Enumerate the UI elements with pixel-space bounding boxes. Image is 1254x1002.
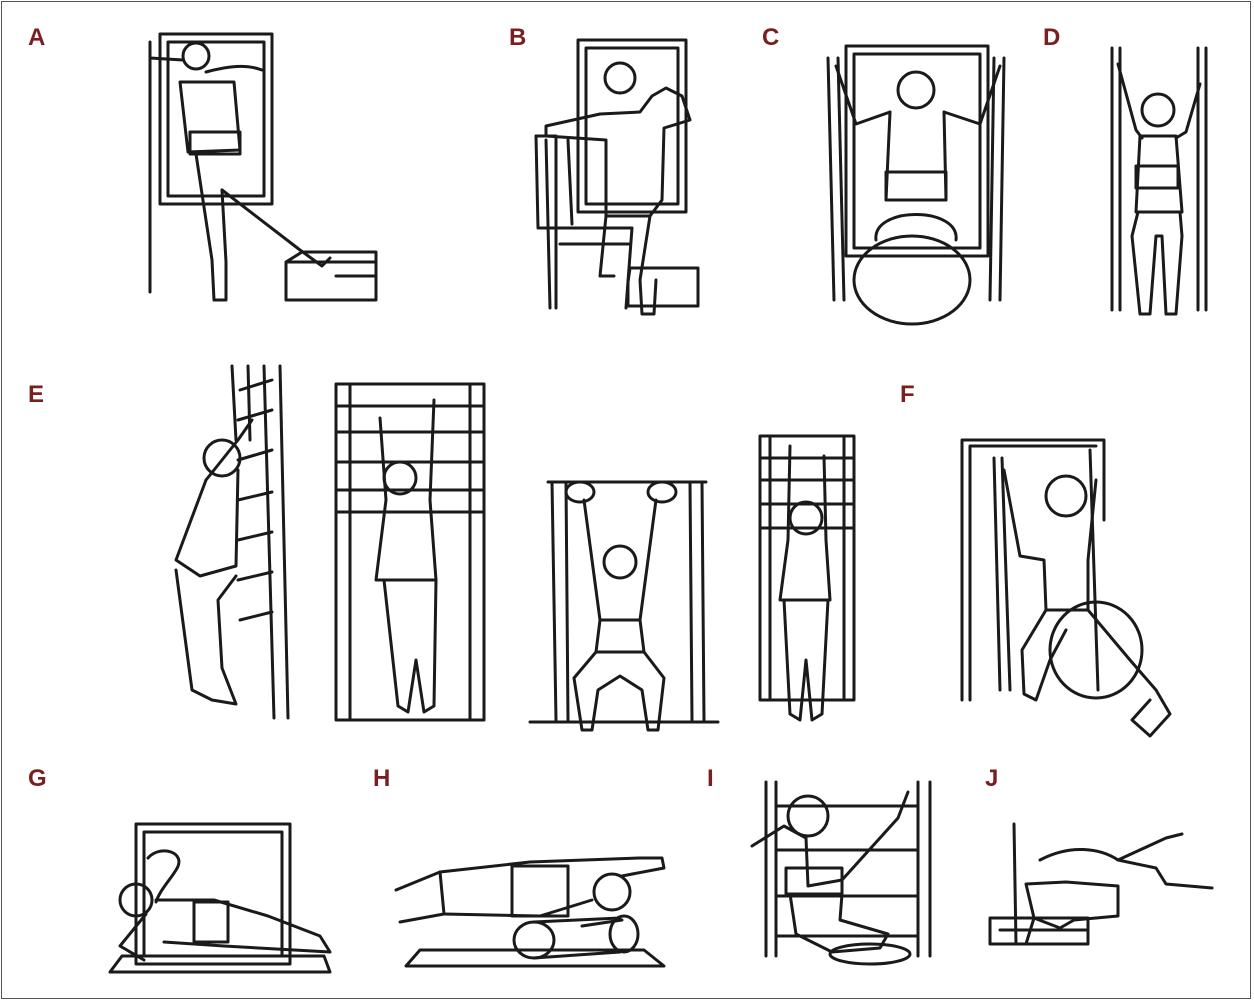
panel-label-b: B xyxy=(509,24,527,51)
panel-label-e: E xyxy=(28,381,45,408)
kneeling-chair-stretch-icon xyxy=(534,38,700,316)
panel-label-d: D xyxy=(1043,24,1061,51)
panel-label-f: F xyxy=(900,381,915,408)
kneeling-leg-extension-icon xyxy=(988,822,1214,946)
panel-label-h: H xyxy=(373,765,391,792)
panel-label-c: C xyxy=(762,24,780,51)
wall-bar-hanging-sequence-icon xyxy=(174,364,856,732)
foam-roller-side-lying-icon xyxy=(394,856,666,968)
panel-label-a: A xyxy=(28,24,46,51)
ball-sitting-pole-hold-icon xyxy=(826,44,1006,326)
standing-pole-hold-icon xyxy=(1110,46,1208,316)
ball-lunge-pole-hold-icon xyxy=(960,438,1172,738)
standing-leg-raise-icon xyxy=(148,32,378,302)
side-plank-icon xyxy=(108,822,332,974)
panel-label-j: J xyxy=(985,765,999,792)
wall-bar-disc-kneel-icon xyxy=(750,780,932,966)
panel-label-i: I xyxy=(707,765,714,792)
panel-label-g: G xyxy=(28,765,47,792)
